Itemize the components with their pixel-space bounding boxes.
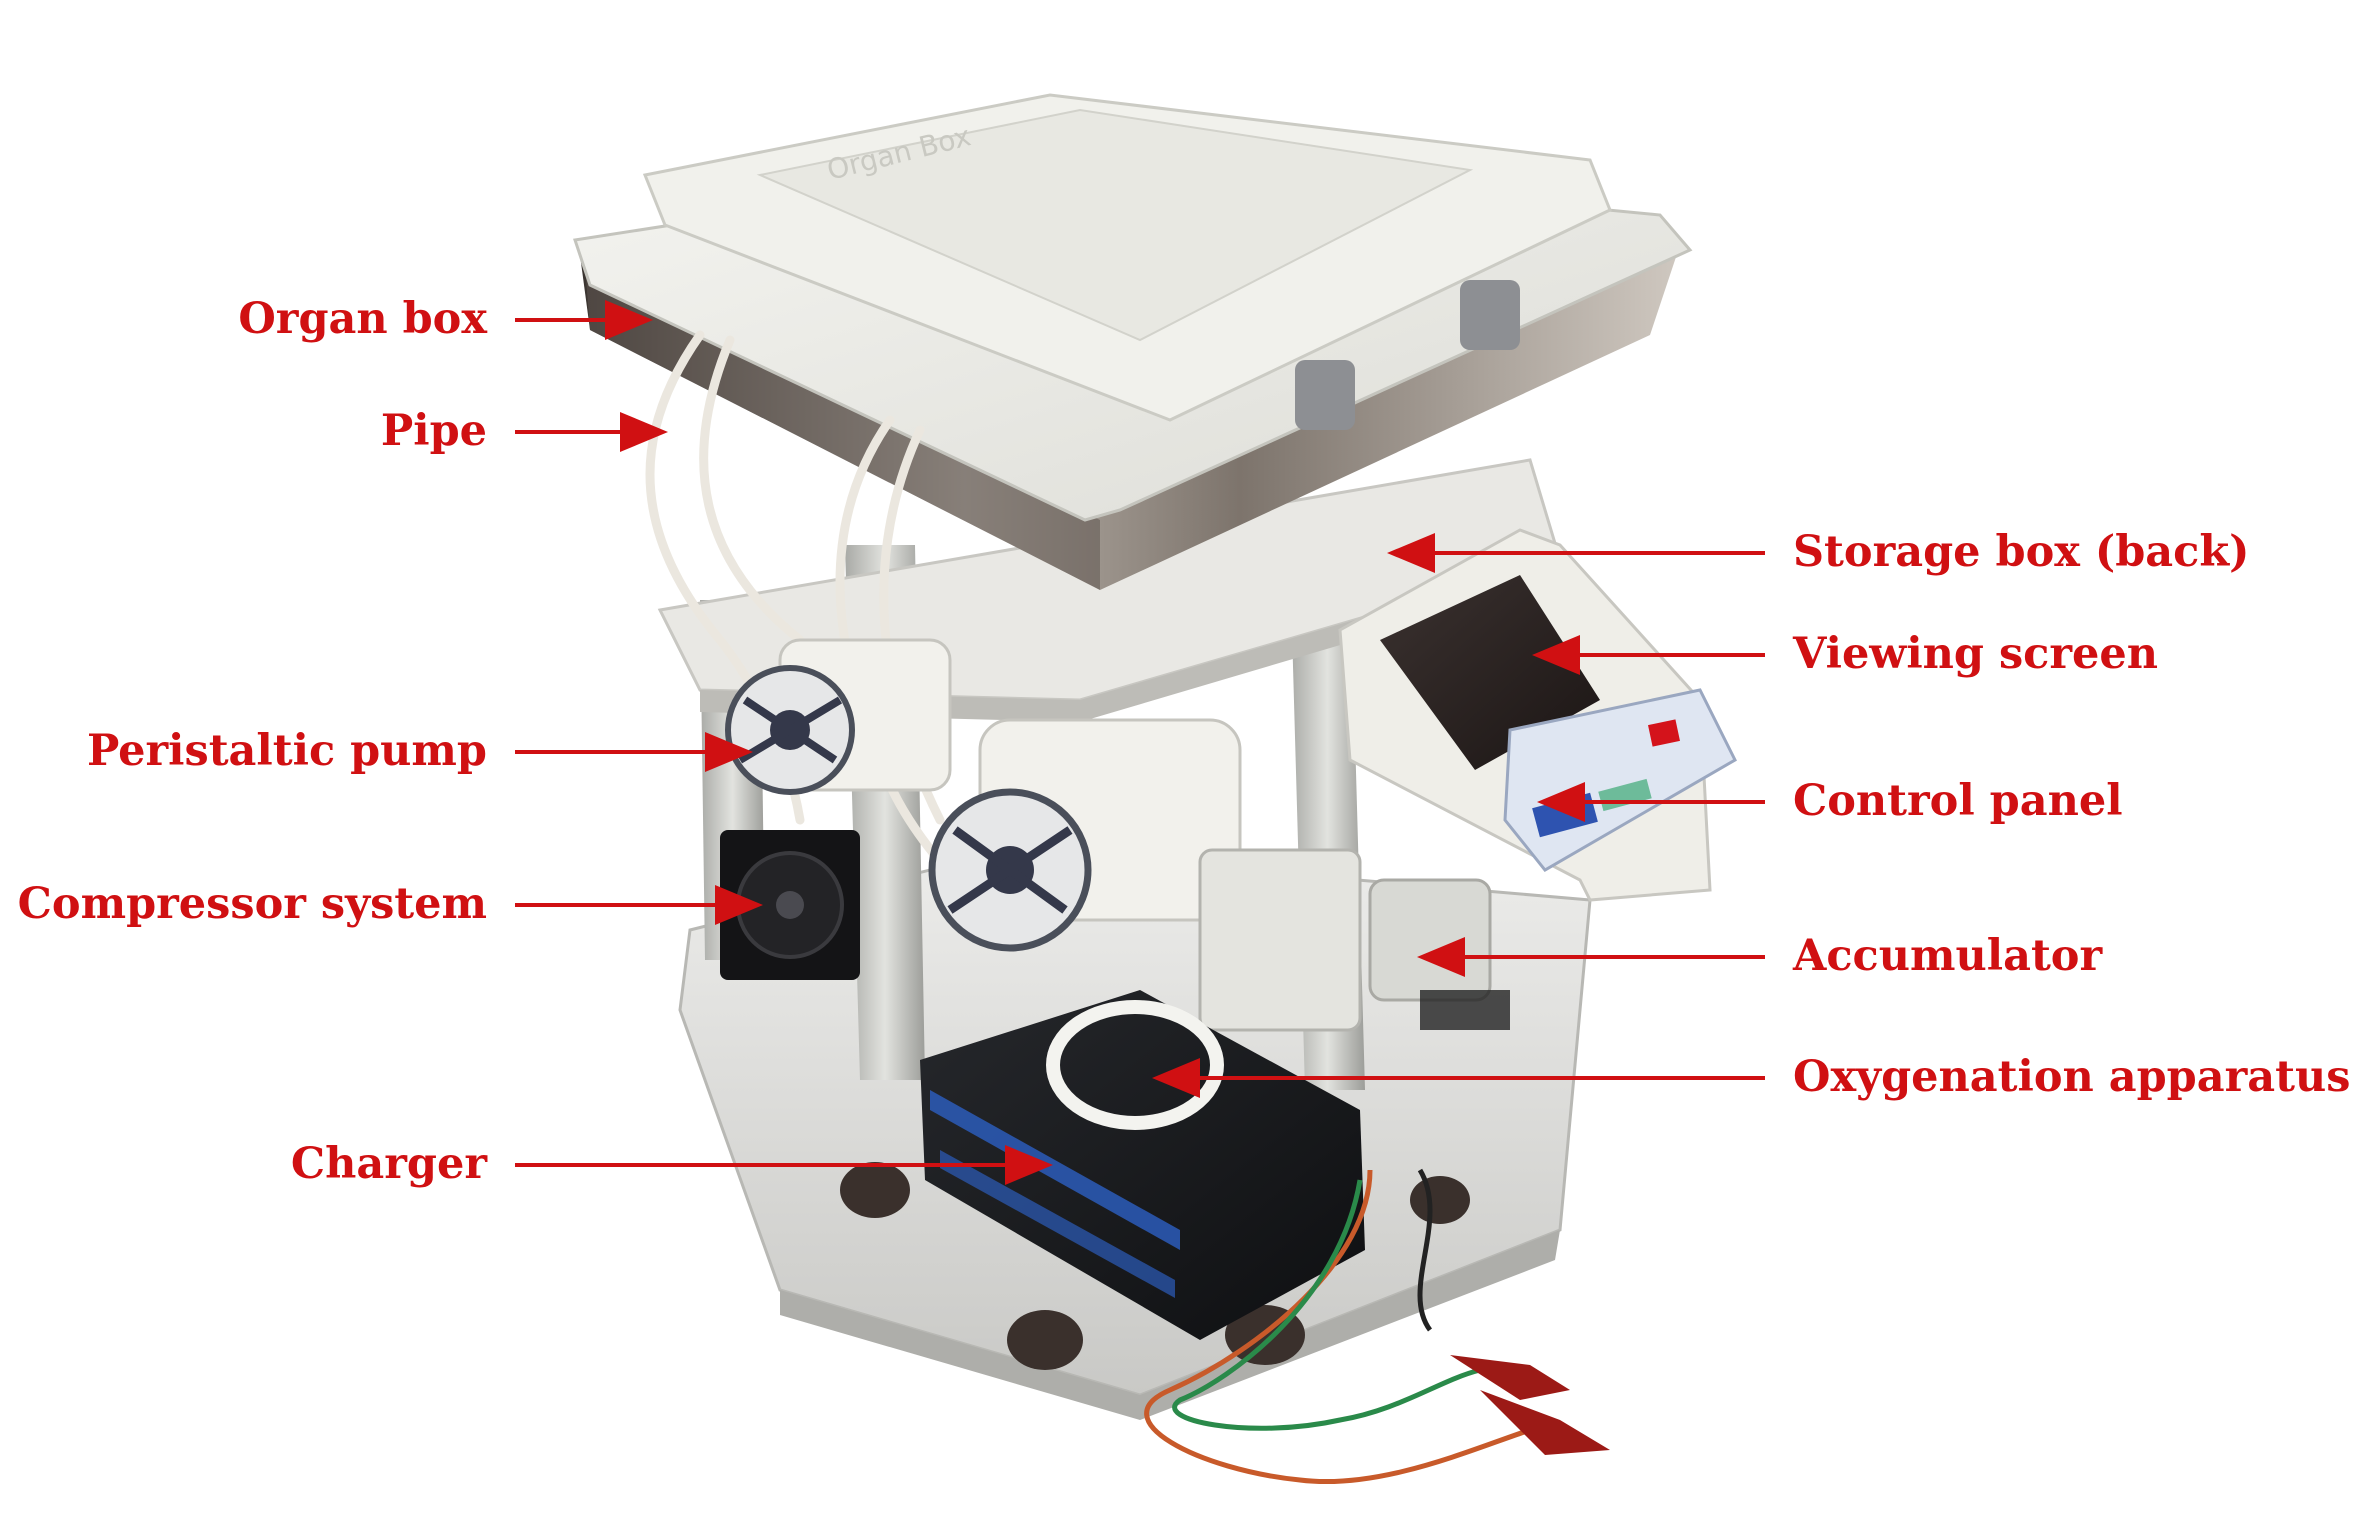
label-viewing-screen: Viewing screen (1793, 629, 2158, 679)
battery-clamps (1450, 1355, 1610, 1455)
label-organ-box: Organ box (238, 294, 487, 344)
power-cables (1144, 1168, 1531, 1485)
peristaltic-pump-2 (928, 718, 1242, 952)
label-accumulator: Accumulator (1793, 931, 2103, 981)
compressor-unit (720, 830, 860, 980)
label-oxygenation-apparatus: Oxygenation apparatus (1793, 1052, 2351, 1102)
label-storage-box: Storage box (back) (1793, 527, 2250, 577)
label-control-panel: Control panel (1793, 776, 2123, 826)
organ-box-lid: Organ Box (573, 93, 1693, 522)
peristaltic-pump-1 (725, 638, 952, 795)
label-compressor-system: Compressor system (17, 879, 487, 929)
label-pipe: Pipe (380, 406, 487, 456)
label-charger: Charger (290, 1139, 487, 1189)
label-peristaltic-pump: Peristaltic pump (86, 726, 487, 776)
control-console (1338, 528, 1737, 902)
